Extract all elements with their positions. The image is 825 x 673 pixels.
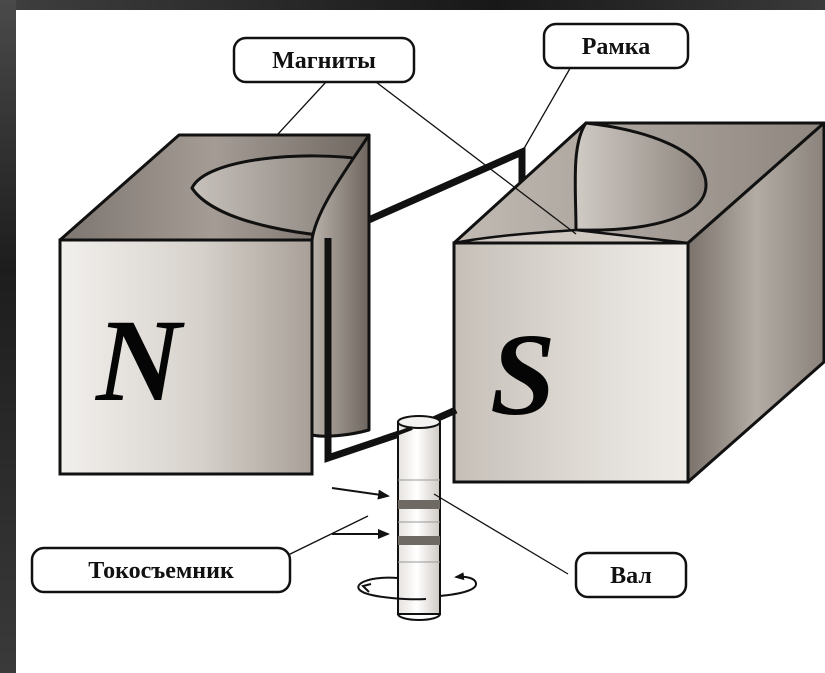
label-collector: Токосъемник (30, 546, 292, 594)
shaft-body (397, 421, 441, 615)
leader-shaft (433, 493, 569, 575)
magnet-south: S (452, 121, 825, 484)
pole-label-north: N (94, 295, 185, 426)
leader-frame (521, 57, 577, 153)
label-collector-text: Токосъемник (88, 558, 234, 584)
label-magnets: Магниты (232, 36, 416, 84)
magnet-north: N (58, 133, 371, 476)
label-magnets-text: Магниты (272, 48, 376, 74)
slip-ring-upper (398, 500, 440, 509)
label-shaft-text: Вал (610, 563, 652, 589)
shaft-top (397, 415, 441, 429)
generator-diagram: N S (30, 22, 825, 621)
pole-label-south: S (490, 309, 556, 440)
arrow-upper (331, 487, 390, 500)
magnet-south-face (452, 241, 690, 484)
label-frame: Рамка (542, 22, 690, 70)
slip-ring-lower (398, 536, 440, 545)
magnet-north-face (58, 238, 314, 476)
rotation-arrow (357, 572, 478, 601)
label-frame-text: Рамка (582, 34, 650, 60)
leader-magnets-right (375, 81, 577, 235)
diagram-canvas: N S (16, 10, 825, 673)
leader-collector (281, 515, 369, 559)
leader-magnets-left (277, 81, 327, 135)
shaft (395, 415, 441, 621)
leader-lines (277, 57, 577, 575)
slide-border-left (0, 0, 16, 673)
collector-arrows (331, 487, 390, 539)
label-shaft: Вал (574, 551, 688, 599)
magnet-south-rim (453, 228, 689, 245)
magnet-south-bowl (573, 121, 708, 232)
slide-border-top (0, 0, 825, 10)
